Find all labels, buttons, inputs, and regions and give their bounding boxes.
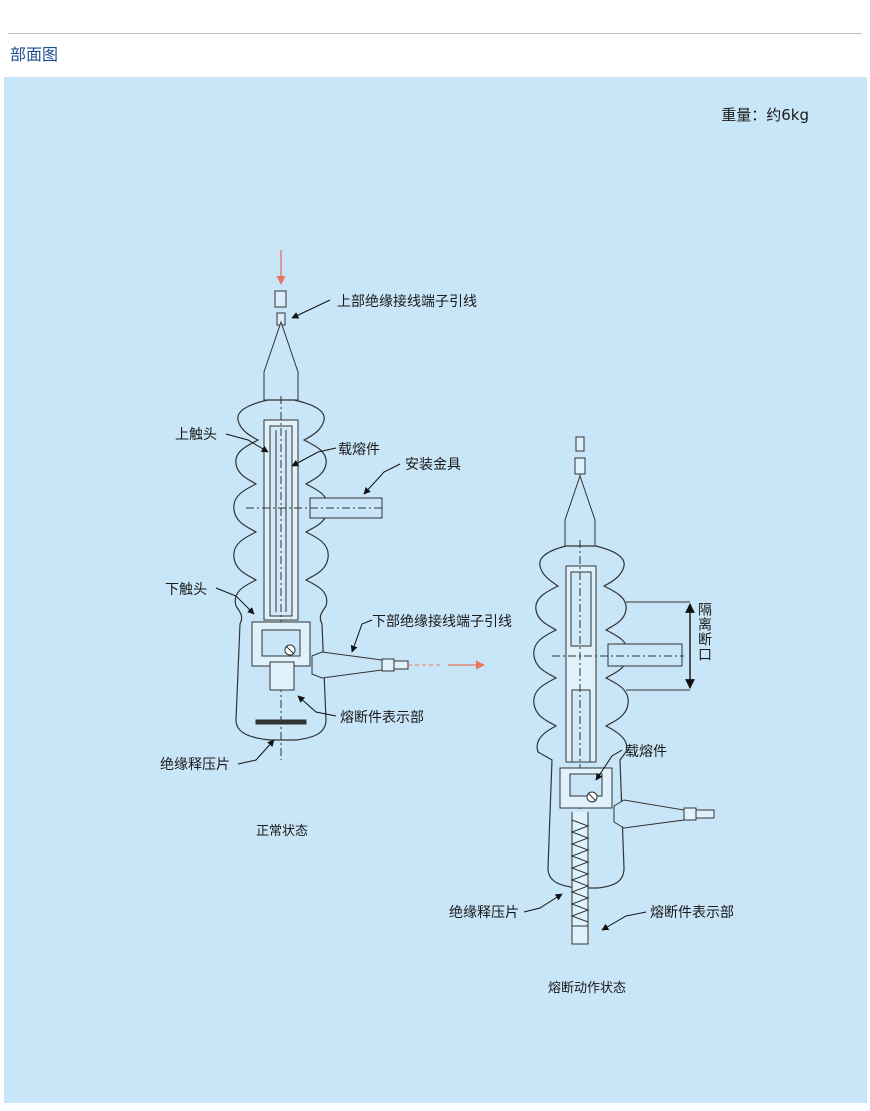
caption-blown: 熔断动作状态 xyxy=(548,981,627,996)
label-indicator: 熔断件表示部 xyxy=(340,710,424,726)
label-mounting: 安装金具 xyxy=(405,457,461,473)
label-lower-contact: 下触头 xyxy=(165,582,207,598)
label-indicator-2: 熔断件表示部 xyxy=(650,905,734,921)
weight-label: 重量：约6kg xyxy=(721,106,809,124)
caption-normal: 正常状态 xyxy=(256,824,309,839)
blown-state-drawing xyxy=(533,436,715,945)
header-divider xyxy=(8,33,862,34)
label-lower-terminal: 下部绝缘接线端子引线 xyxy=(372,614,512,630)
label-upper-contact: 上触头 xyxy=(175,427,217,443)
label-pressure-release: 绝缘释压片 xyxy=(160,757,230,773)
label-isolation-gap: 隔离断口 xyxy=(696,602,712,662)
diagram-panel: 重量：约6kg xyxy=(4,77,867,1103)
label-fuse-carrier-2: 载熔件 xyxy=(625,744,667,760)
normal-state-drawing xyxy=(233,250,485,760)
label-fuse-carrier: 载熔件 xyxy=(338,442,380,458)
label-upper-terminal: 上部绝缘接线端子引线 xyxy=(337,294,477,310)
section-title: 部面图 xyxy=(10,45,59,64)
label-pressure-release-2: 绝缘释压片 xyxy=(449,905,519,921)
